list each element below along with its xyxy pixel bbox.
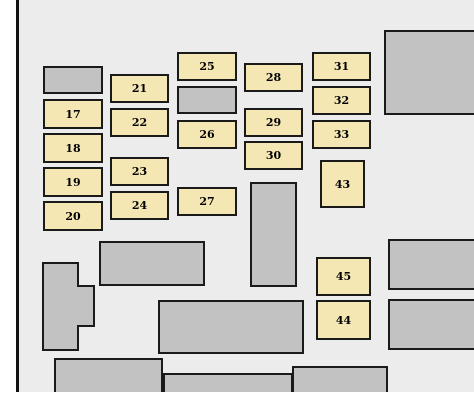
relay-block-bottom-left: [54, 358, 163, 398]
fuse-32-label: 32: [333, 94, 350, 107]
relay-block-notched-left: [42, 262, 95, 351]
fuse-21: 21: [110, 74, 169, 103]
fuse-44: 44: [316, 300, 371, 340]
fuse-30: 30: [244, 141, 303, 170]
fuse-33-label: 33: [333, 128, 350, 141]
fuse-24: 24: [110, 191, 169, 220]
relay-block-top-left: [43, 66, 103, 94]
relay-block-bottom-center: [158, 300, 304, 354]
fuse-18: 18: [43, 133, 103, 163]
fuse-26-label: 26: [199, 128, 215, 141]
fuse-43: 43: [320, 160, 365, 208]
relay-block-right-upper: [388, 239, 474, 290]
fuse-27: 27: [177, 187, 237, 216]
fuse-31-label: 31: [333, 60, 350, 73]
fuse-29-label: 29: [265, 116, 282, 129]
fuse-19: 19: [43, 167, 103, 197]
relay-block-tall-center: [250, 182, 297, 287]
fuse-28: 28: [244, 63, 303, 92]
fuse-17: 17: [43, 99, 103, 129]
fuse-19-label: 19: [65, 175, 81, 189]
fuse-33: 33: [312, 120, 371, 149]
fuse-23-label: 23: [131, 165, 148, 178]
fuse-31: 31: [312, 52, 371, 81]
fuse-26: 26: [177, 120, 237, 149]
fuse-30-label: 30: [265, 149, 282, 162]
fuse-22: 22: [110, 108, 169, 137]
panel-bottom-margin: [0, 392, 474, 407]
fuse-20-label: 20: [65, 209, 81, 223]
fuse-27-label: 27: [199, 195, 215, 208]
fuse-28-label: 28: [265, 71, 282, 84]
relay-block-mid-wide: [99, 241, 205, 286]
panel-left-edge: [16, 0, 19, 392]
fuse-43-label: 43: [334, 177, 351, 191]
fuse-29: 29: [244, 108, 303, 137]
fuse-21-label: 21: [131, 82, 148, 95]
fuse-18-label: 18: [65, 141, 81, 155]
fuse-25-label: 25: [199, 60, 215, 73]
fuse-23: 23: [110, 157, 169, 186]
fuse-24-label: 24: [131, 199, 148, 212]
fuse-25: 25: [177, 52, 237, 81]
fuse-32: 32: [312, 86, 371, 115]
fuse-22-label: 22: [131, 116, 148, 129]
fuse-45: 45: [316, 257, 371, 296]
fuse-17-label: 17: [65, 107, 81, 121]
relay-block-right-lower: [388, 299, 474, 350]
relay-block-center-small: [177, 86, 237, 114]
relay-block-top-right: [384, 30, 474, 115]
fuse-44-label: 44: [335, 313, 352, 327]
fuse-45-label: 45: [335, 270, 352, 283]
fuse-20: 20: [43, 201, 103, 231]
